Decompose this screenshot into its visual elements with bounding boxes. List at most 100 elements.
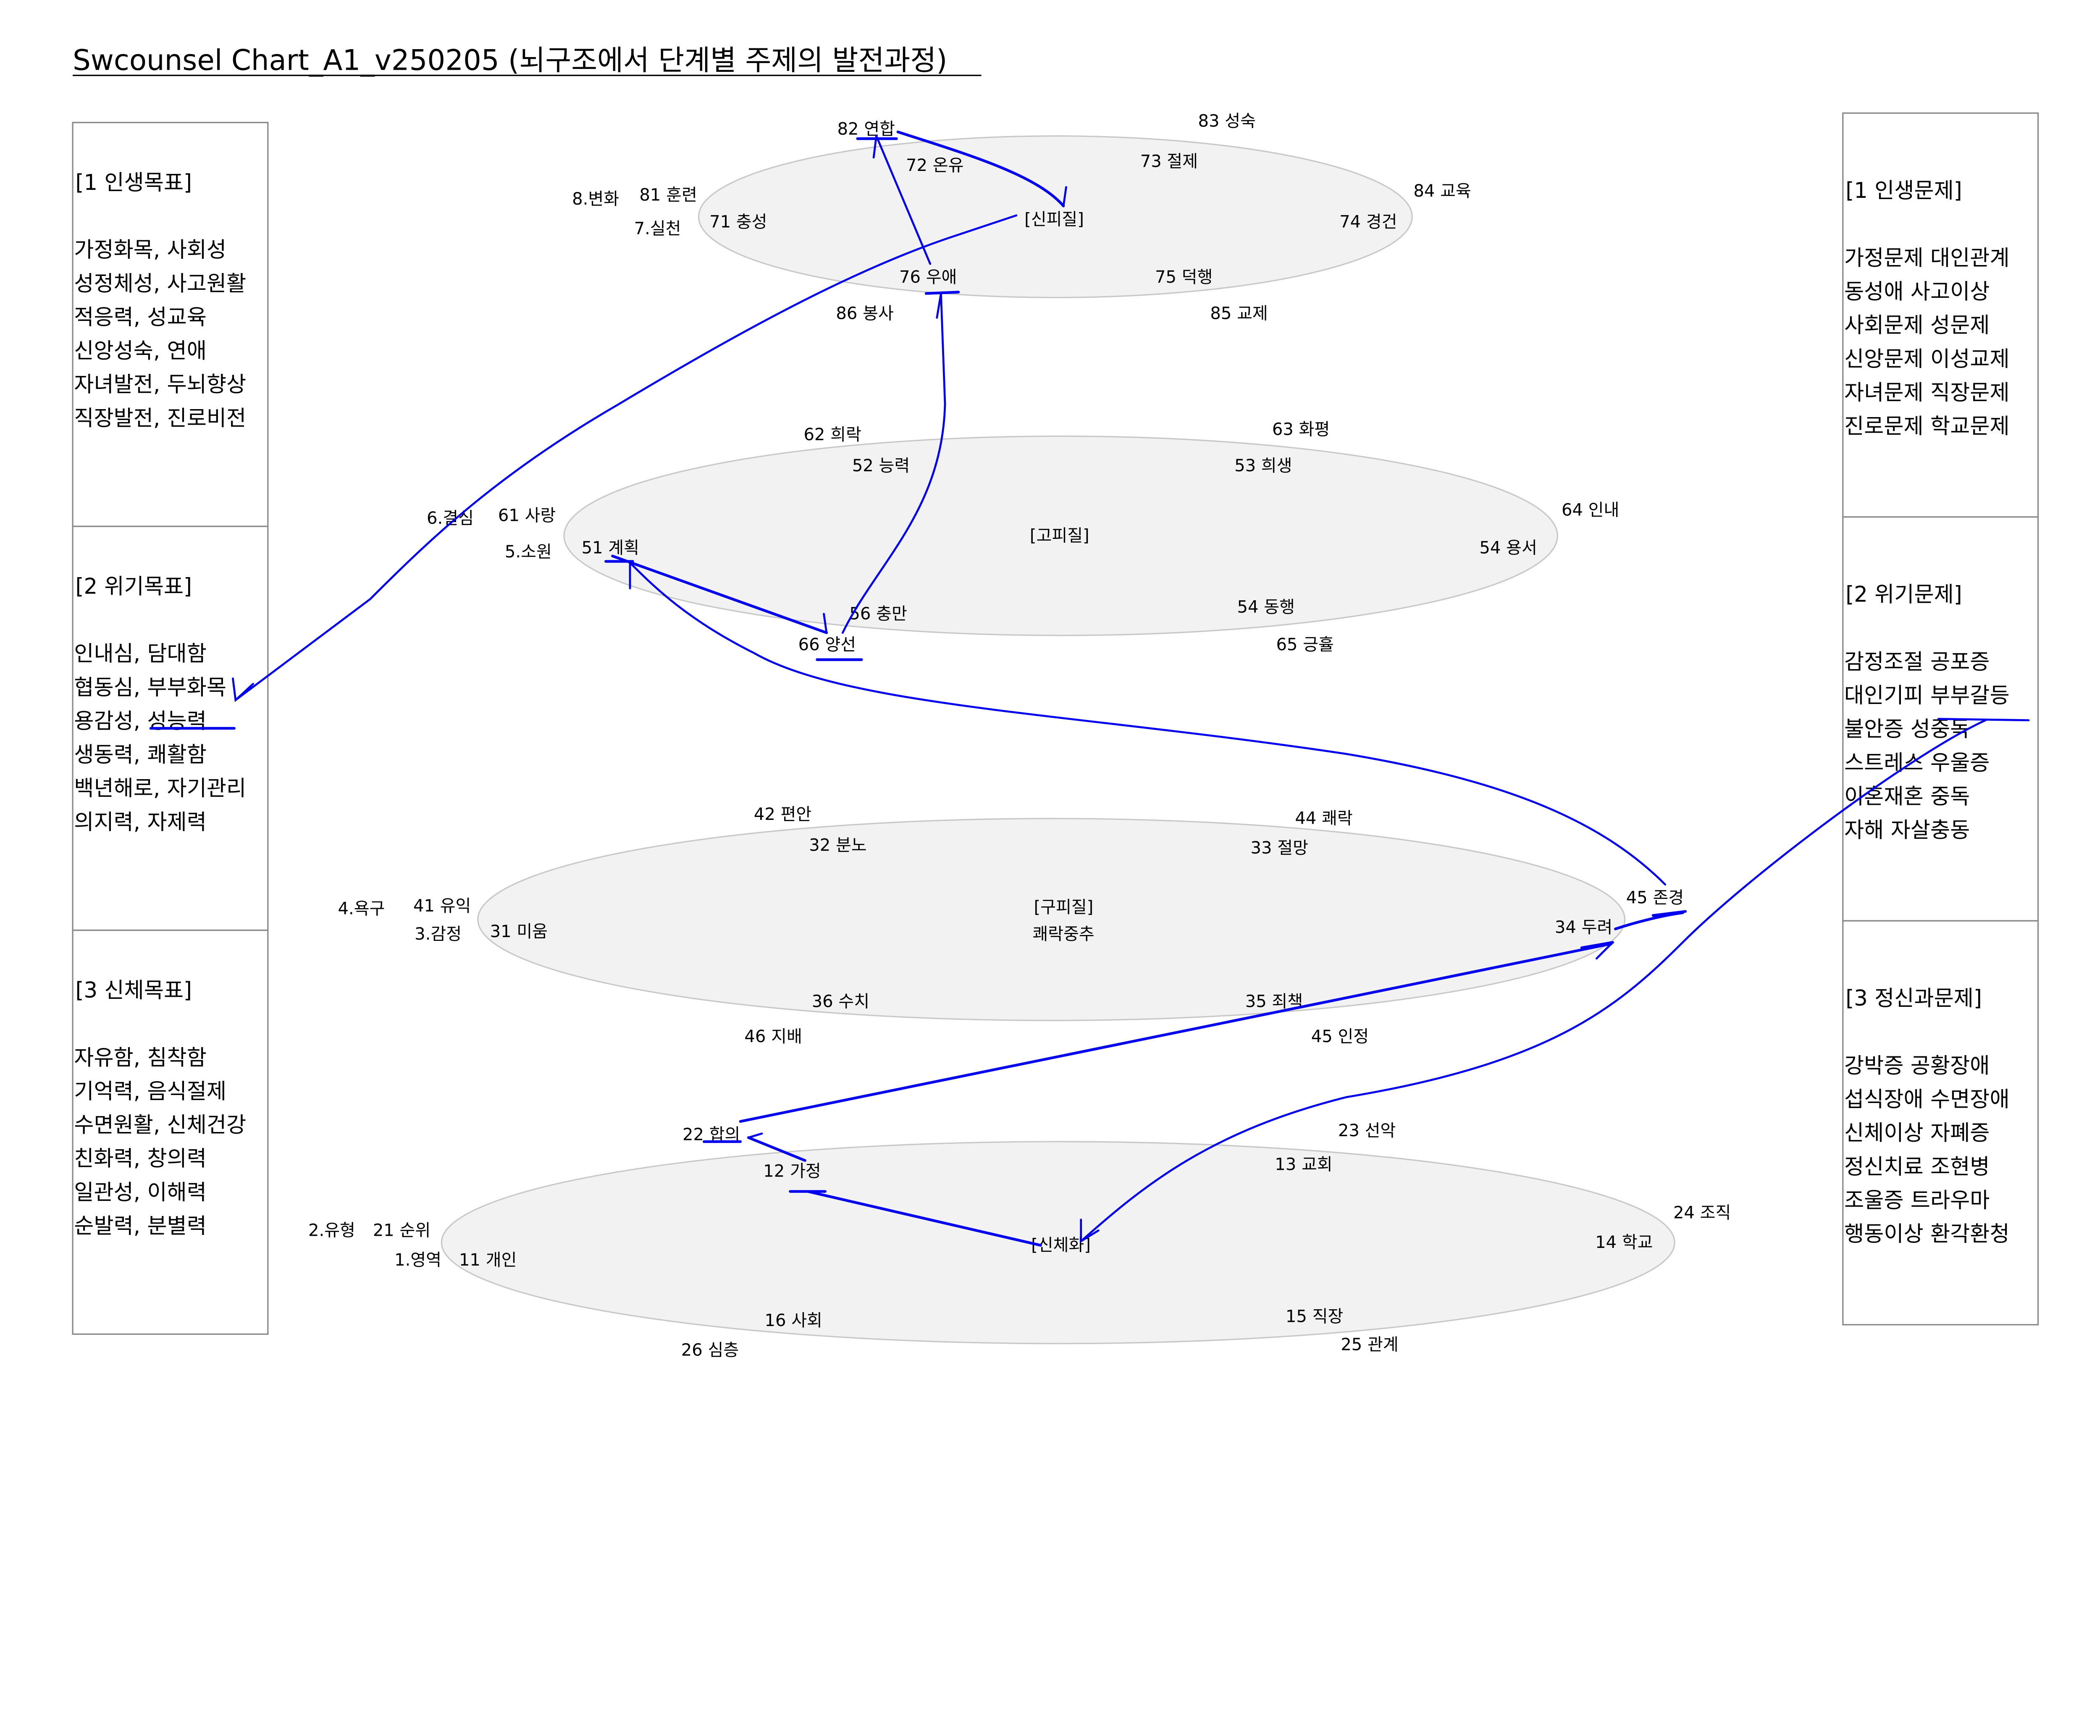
arrow-34-to-45: [1614, 911, 1684, 930]
node-label: 12 가정: [763, 1161, 821, 1181]
panel-box: [1842, 112, 2039, 518]
node-label: 33 절망: [1251, 838, 1308, 858]
panel-line: 조울증 트라우마: [1844, 1188, 1990, 1213]
panel-line: 적응력, 성교육: [74, 305, 207, 330]
layer-archicortex-ellipse: [477, 818, 1626, 1022]
panel-line: 성정체성, 사고원활: [74, 271, 246, 296]
arrow-66-to-76: [842, 292, 946, 634]
node-label: 82 연합: [837, 120, 895, 139]
panel-heading: [2 위기문제]: [1845, 582, 1962, 607]
arrow-12-to-22: [747, 1136, 806, 1162]
brain-layers: [441, 135, 1675, 1345]
panel-line: 자녀발전, 두뇌향상: [74, 372, 246, 397]
panel-line: 협동심, 부부화목: [74, 675, 226, 700]
arrowhead: [872, 135, 877, 159]
layer-somatization-ellipse: [441, 1141, 1675, 1345]
node-label: 72 온유: [906, 156, 963, 175]
panel-box: [72, 122, 269, 527]
panel-line: 불안증 성중독: [1844, 717, 1970, 742]
node-label: 13 교회: [1275, 1155, 1332, 1174]
underline-marital-conflict: [1937, 718, 2030, 722]
node-label: 7.실천: [634, 219, 681, 239]
node-label: 45 인정: [1311, 1027, 1369, 1046]
arrow-marital-conflict-to-somatization: [1080, 719, 1987, 1242]
arrow-somatization-to-12: [806, 1190, 1042, 1247]
arrowhead: [1080, 1219, 1100, 1243]
panel-line: 의지력, 자제력: [74, 809, 207, 835]
handwritten-annotations: [149, 130, 2030, 1247]
node-label: 76 우애: [899, 268, 957, 287]
arrowhead: [1595, 943, 1612, 960]
node-label: 73 절제: [1140, 152, 1198, 171]
panel-line: 대인기피 부부갈등: [1844, 683, 2010, 708]
node-label: 74 경건: [1339, 213, 1397, 232]
panel-line: 수면원활, 신체건강: [74, 1113, 246, 1138]
node-label: 11 개인: [459, 1250, 517, 1270]
layer-neocortex-ellipse: [698, 135, 1413, 298]
panel-line: 신체이상 자폐증: [1844, 1121, 1990, 1146]
node-label: 54 용서: [1479, 538, 1537, 557]
node-label: 56 충만: [849, 604, 907, 623]
node-label: 8.변화: [572, 189, 619, 209]
node-label: 25 관계: [1341, 1335, 1398, 1355]
arrowhead: [232, 677, 254, 702]
panel-line: 가정화목, 사회성: [74, 237, 226, 263]
panel-line: 백년해로, 자기관리: [74, 776, 246, 801]
underline-45: [1651, 910, 1687, 917]
page-title: Swcounsel Chart_A1_v250205 (뇌구조에서 단계별 주제…: [73, 44, 947, 77]
node-label: 84 교육: [1413, 181, 1471, 201]
panel-line: 기억력, 음식절제: [74, 1079, 226, 1104]
panel-line: 스트레스 우울증: [1844, 750, 1990, 775]
arrow-82-to-neocortex: [896, 130, 1065, 207]
arrowhead: [747, 1132, 763, 1139]
node-label: 66 양선: [798, 635, 856, 654]
node-label: 36 수치: [812, 992, 869, 1011]
node-label: [신피질]: [1024, 210, 1084, 229]
arrowhead: [823, 613, 828, 634]
node-label: 42 편안: [754, 805, 811, 824]
node-label: 54 동행: [1237, 597, 1295, 617]
panel-line: 동성애 사고이상: [1844, 279, 1990, 305]
node-label: 1.영역: [394, 1250, 441, 1270]
arrowhead: [936, 292, 942, 319]
panel-line: 자유함, 침착함: [74, 1045, 207, 1070]
node-label: 26 심층: [681, 1341, 739, 1360]
node-label: 41 유익: [413, 896, 471, 916]
node-label: 51 계획: [582, 538, 639, 557]
node-label: 14 학교: [1595, 1233, 1653, 1252]
node-label: 64 인내: [1562, 501, 1619, 520]
panel-heading: [1 인생목표]: [75, 170, 192, 195]
panel-box: [72, 930, 269, 1335]
node-label: 23 선악: [1338, 1121, 1396, 1140]
panel-heading: [3 신체목표]: [75, 978, 192, 1003]
panel-box: [1842, 920, 2039, 1326]
node-label: 6.결심: [427, 509, 474, 528]
node-label: 86 봉사: [836, 304, 893, 323]
panel-line: 강박증 공황장애: [1844, 1053, 1990, 1078]
node-label: 2.유형: [308, 1221, 355, 1240]
panel-line: 사회문제 성문제: [1844, 313, 1990, 338]
node-label: 52 능력: [852, 456, 910, 475]
panel-line: 섭식장애 수면장애: [1844, 1087, 2010, 1112]
node-label: 71 충성: [709, 213, 767, 232]
panel-line: 신앙성숙, 연애: [74, 339, 207, 364]
node-label: 65 긍휼: [1276, 635, 1334, 654]
underline-34: [1580, 941, 1614, 949]
node-label: 32 분노: [809, 836, 866, 855]
node-label: [구피질]: [1034, 898, 1094, 917]
arrow-45-to-51: [629, 562, 1667, 886]
panel-heading: [2 위기목표]: [75, 574, 192, 599]
arrowhead: [1062, 186, 1067, 207]
panel-heading: [3 정신과문제]: [1845, 986, 1982, 1011]
node-label: 21 순위: [373, 1221, 430, 1240]
arrow-22-to-34: [739, 942, 1613, 1123]
panel-line: 친화력, 창의력: [74, 1146, 207, 1171]
